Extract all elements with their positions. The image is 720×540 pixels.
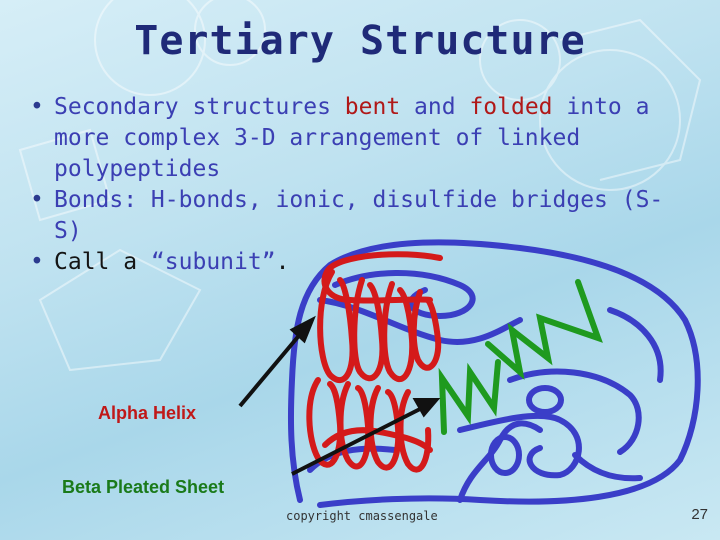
bullet-text: Secondary structures [54, 94, 345, 120]
arrow-alpha-helix [238, 330, 304, 408]
bullet-text: . [275, 249, 290, 275]
bullet-text: into a more complex 3-D arrangement of l… [54, 94, 650, 182]
copyright-text: copyright cmassengale [286, 509, 438, 523]
bullet-text: Bonds: H-bonds, ionic, disulfide bridges… [54, 187, 664, 244]
pointer-arrows [238, 315, 441, 476]
alpha-helix-label: Alpha Helix [98, 403, 197, 423]
emphasis-bent: bent [344, 94, 401, 120]
bullet-item-bonds: Bonds: H-bonds, ionic, disulfide bridges… [28, 185, 668, 247]
arrowhead-beta-sheet [412, 398, 441, 418]
arrowhead-alpha-helix [289, 315, 316, 344]
bullet-text: and [400, 94, 470, 120]
page-number: 27 [691, 506, 708, 523]
bullet-list: Secondary structures bent and folded int… [28, 92, 668, 278]
alpha-helix-shapes [306, 251, 443, 473]
emphasis-folded: folded [469, 94, 553, 120]
bullet-item-secondary-structures: Secondary structures bent and folded int… [28, 92, 668, 185]
bullet-item-subunit: Call a “subunit”. [28, 247, 668, 278]
beta-sheet-label: Beta Pleated Sheet [62, 477, 225, 497]
slide-title: Tertiary Structure [134, 18, 586, 64]
arrow-beta-sheet [291, 406, 423, 476]
bullet-text: Call a [54, 249, 151, 275]
emphasis-subunit: “subunit” [150, 249, 276, 275]
beta-sheet-shapes [438, 279, 603, 435]
